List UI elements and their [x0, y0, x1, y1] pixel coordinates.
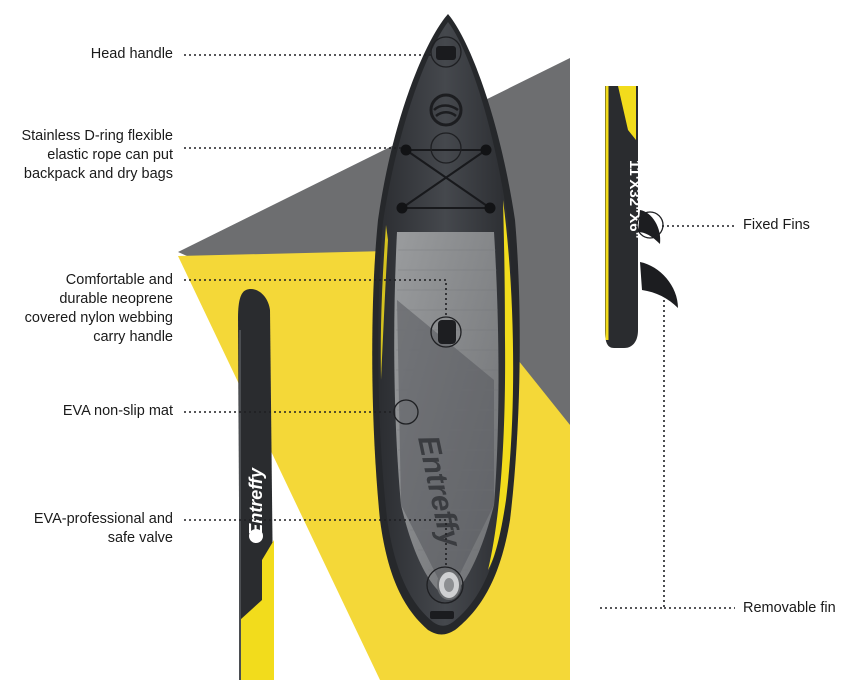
callout-removable-fin: Removable fin [743, 600, 836, 616]
tail-handle-icon [430, 611, 454, 619]
main-board: Entreffy [372, 14, 520, 635]
callout-head-handle: Head handle [90, 46, 173, 62]
head-handle-icon [436, 46, 456, 60]
removable-fin-icon [640, 262, 678, 308]
side-view-board: Entreffy [238, 289, 274, 680]
deck-pad-grooves [396, 249, 498, 571]
callout-carry-handle: Comfortable and durable neoprene covered… [24, 272, 173, 345]
bungee-cord [401, 149, 491, 209]
callout-markers [393, 36, 664, 604]
yellow-rail-left [380, 225, 388, 380]
tail-board-body [605, 86, 638, 348]
callout-eva-mat: EVA non-slip mat [62, 403, 173, 419]
tail-view-board: 11'X32"X6" [605, 86, 678, 348]
side-board-yellow-stripe [262, 540, 274, 680]
leader-lines [184, 54, 735, 609]
side-logo-icon [249, 529, 263, 543]
callout-valve: EVA-professional and safe valve [33, 511, 173, 546]
yellow-rail-right [488, 200, 514, 570]
callout-d-ring: Stainless D-ring flexible elastic rope c… [21, 128, 173, 182]
nose-logo-icon [429, 93, 463, 127]
deck-pad-shadow [397, 300, 494, 598]
carry-handle-icon [438, 320, 456, 344]
fixed-fin-icon [638, 210, 661, 244]
callout-fixed-fins: Fixed Fins [743, 217, 810, 233]
side-brand-text: Entreffy [246, 467, 266, 536]
d-ring-icons [396, 144, 496, 214]
tail-board-yellow-stripe [618, 86, 636, 140]
